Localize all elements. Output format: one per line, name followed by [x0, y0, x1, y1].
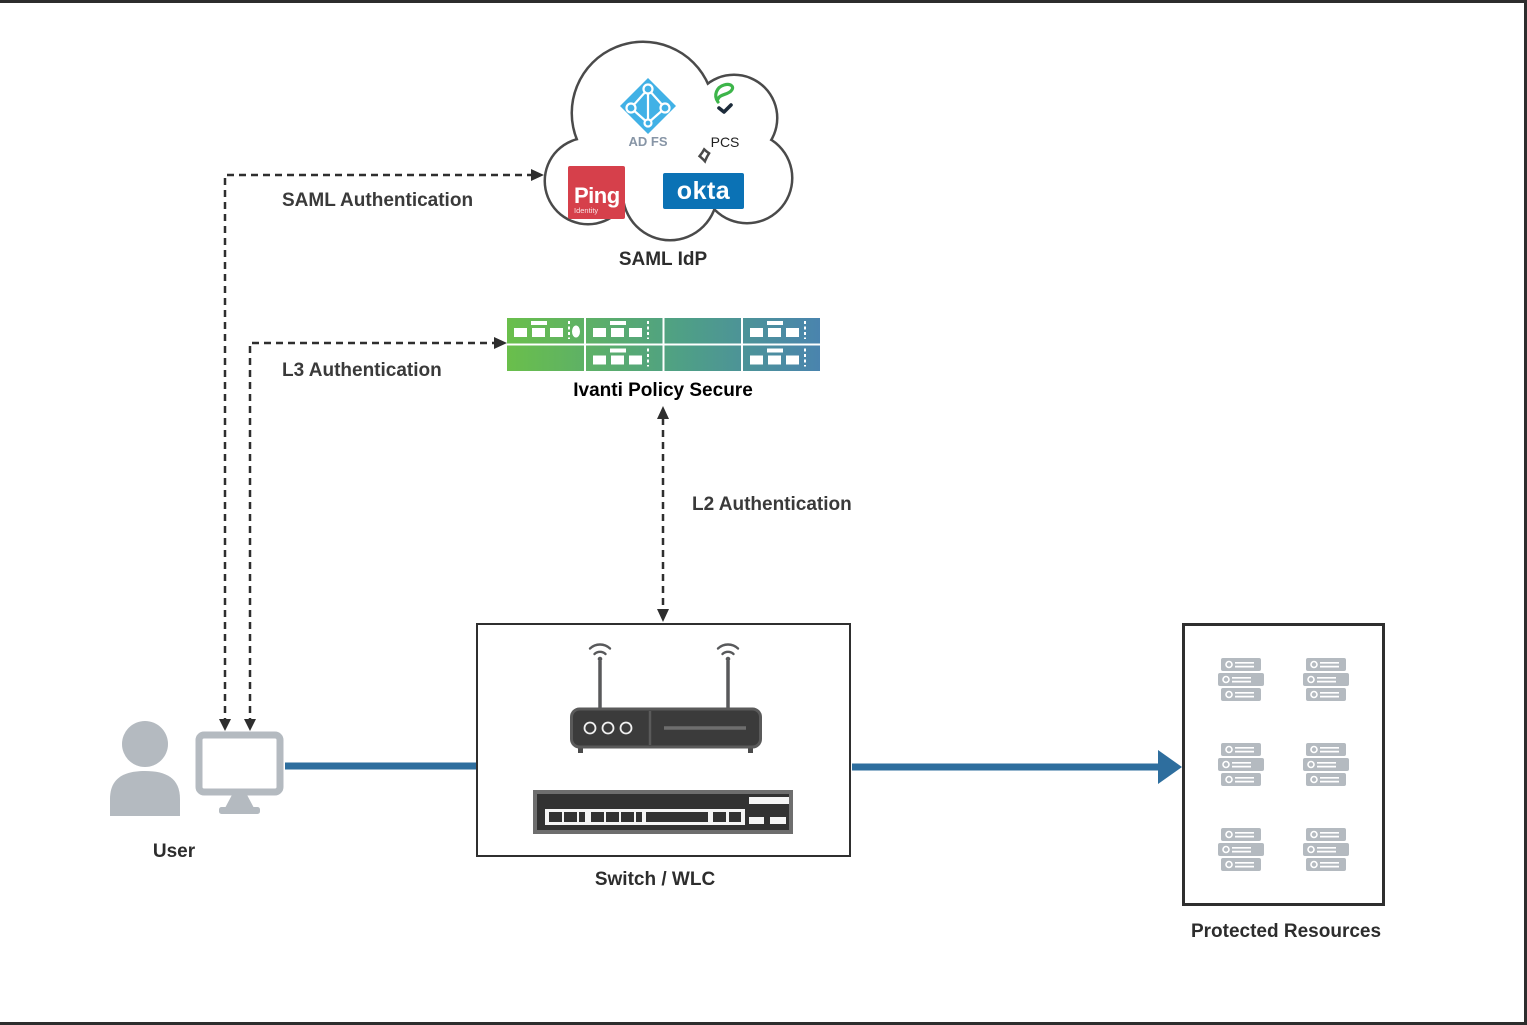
pcs-label: PCS: [710, 134, 740, 150]
ivanti-policy-secure-label: Ivanti Policy Secure: [573, 380, 753, 401]
ping-sublabel: Identity: [574, 205, 599, 215]
wireless-router-icon: [570, 643, 762, 753]
flow-arrowhead-right: [1158, 750, 1182, 784]
l3-auth-arrowhead-right: [494, 337, 507, 349]
network-switch-icon: [533, 790, 793, 834]
server-icon: [1302, 827, 1350, 872]
protected-resources-label: Protected Resources: [1190, 921, 1382, 942]
user-label: User: [152, 841, 196, 862]
wifi-icon: [588, 643, 612, 662]
ping-label: Ping: [574, 182, 620, 208]
switch-wlc-label: Switch / WLC: [594, 869, 716, 890]
switch-wlc-box: [476, 623, 851, 857]
server-icon: [1217, 742, 1265, 787]
l3-auth-dashed-line: [248, 341, 494, 725]
connector-layer: [219, 169, 1182, 784]
server-icon: [1302, 742, 1350, 787]
server-icon: [1217, 657, 1265, 702]
ivanti-appliance-icon: [507, 318, 820, 371]
adfs-icon: [620, 78, 676, 134]
okta-label: okta: [676, 176, 731, 205]
l2-auth-label: L2 Authentication: [692, 494, 852, 515]
saml-idp-label: SAML IdP: [618, 249, 708, 270]
monitor-icon: [195, 731, 284, 814]
l3-auth-label: L3 Authentication: [282, 360, 442, 381]
okta-logo: okta: [663, 173, 744, 209]
saml-auth-arrowhead-down: [219, 719, 231, 731]
l2-auth-arrowhead-down: [657, 609, 669, 622]
server-icon: [1217, 827, 1265, 872]
saml-auth-dashed-line: [223, 173, 531, 725]
l2-auth-arrowhead-up: [657, 406, 669, 419]
wifi-icon: [716, 643, 740, 662]
saml-idp-node: AD FS PCS Ping Identity okta: [535, 38, 797, 244]
ping-identity-logo: Ping Identity: [568, 166, 625, 219]
saml-auth-label: SAML Authentication: [282, 190, 474, 211]
pcs-icon: [714, 82, 735, 114]
server-icon: [1302, 657, 1350, 702]
server-grid: [1217, 657, 1350, 872]
user-icon: [110, 721, 180, 816]
l3-auth-arrowhead-down: [244, 719, 256, 731]
protected-resources-box: [1182, 623, 1385, 906]
saml-auth-arrowhead-right: [531, 169, 544, 181]
adfs-label: AD FS: [628, 134, 668, 149]
